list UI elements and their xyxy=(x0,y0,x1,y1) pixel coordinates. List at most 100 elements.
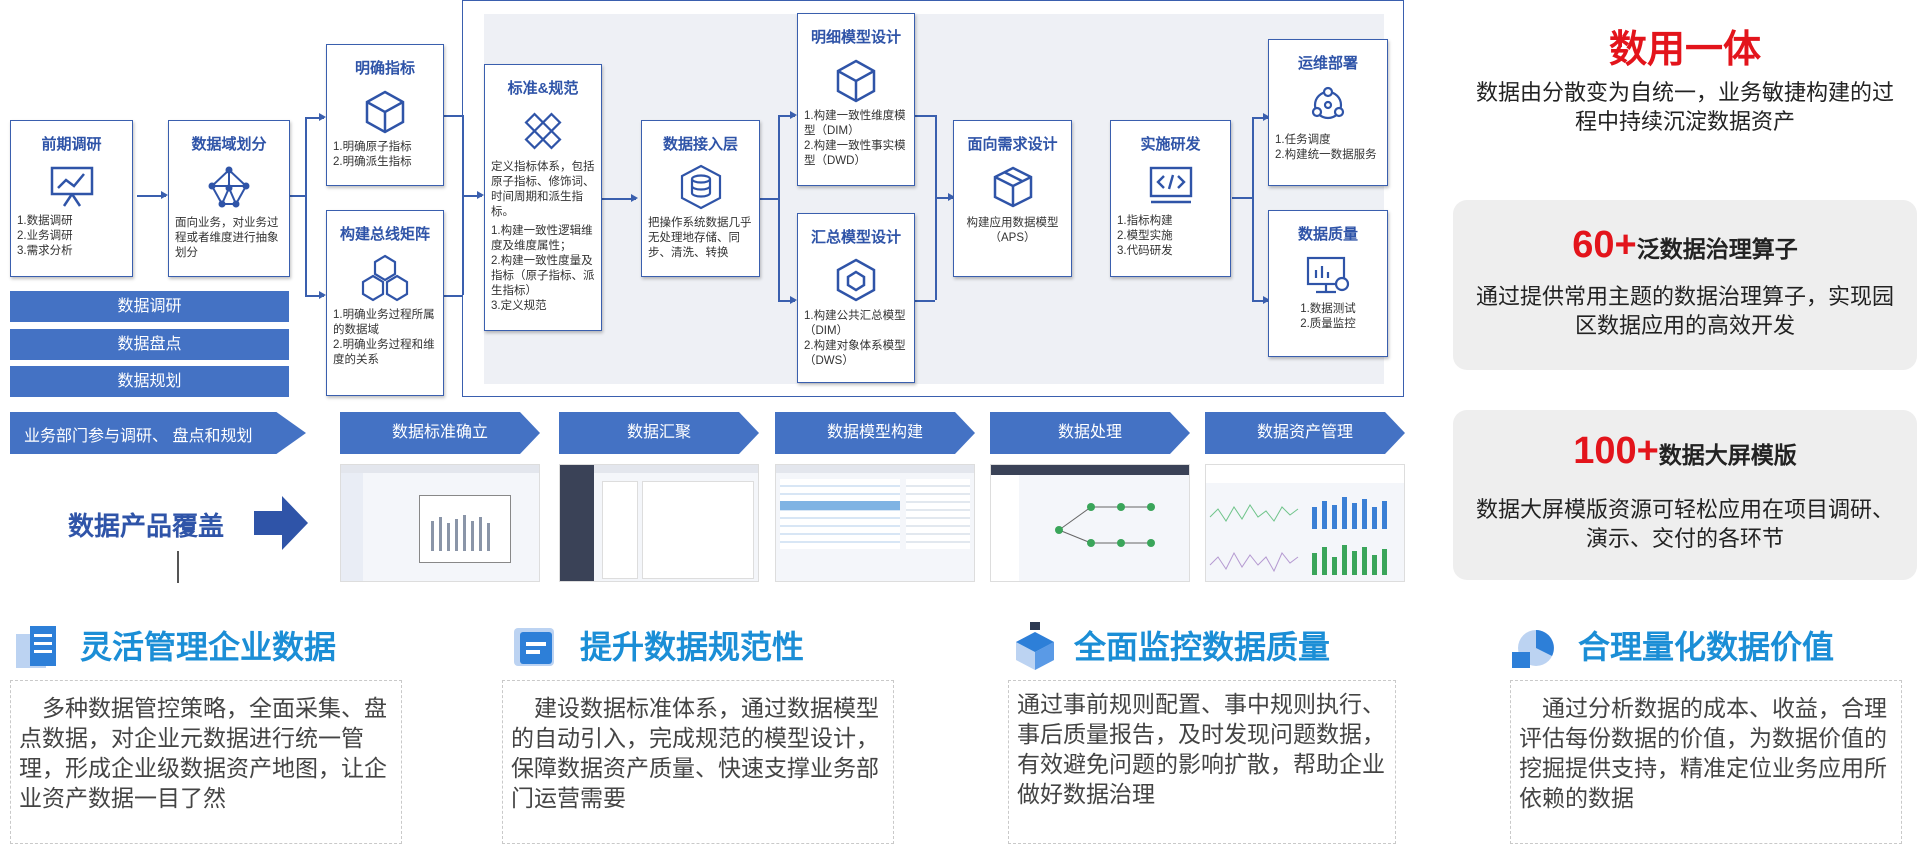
box-item: 1.数据调研 xyxy=(17,215,73,227)
feature-text-1: 多种数据管控策略，全面采集、盘点数据，对企业元数据进行统一管理，形成企业级数据资… xyxy=(10,680,402,844)
chevron-collect: 数据汇聚 xyxy=(559,412,759,454)
box-title: 面向需求设计 xyxy=(967,136,1058,153)
box-biaozhun: 标准&规范 定义指标体系，包括原子指标、修饰词、时间周期和派生指标。 1.构建一… xyxy=(484,64,602,331)
feature-title-3: 全面监控数据质量 xyxy=(1074,629,1331,665)
box-desc: 定义指标体系，包括原子指标、修饰词、时间周期和派生指标。 xyxy=(491,161,595,218)
box-item: 3.需求分析 xyxy=(17,245,73,257)
ruler-pencil-icon xyxy=(524,112,562,150)
chevron-business: 业务部门参与调研、 盘点和规划 xyxy=(10,412,306,454)
right-num-3: 100+ xyxy=(1573,430,1659,472)
value-chart-icon xyxy=(1512,630,1554,668)
connector xyxy=(935,115,937,300)
connector xyxy=(915,300,935,302)
box-desc: 把操作系统数据几乎无处理地存储、同步、清洗、转换 xyxy=(648,217,752,259)
box-title: 标准&规范 xyxy=(507,80,579,97)
quality-cube-icon xyxy=(1016,622,1054,670)
box-item: 1.构建一致性维度模型（DIM） xyxy=(804,110,906,137)
box-jieru: 数据接入层 把操作系统数据几乎无处理地存储、同步、清洗、转换 xyxy=(641,120,760,277)
box-item: 1.数据测试 xyxy=(1300,303,1356,315)
box-title: 实施研发 xyxy=(1140,136,1201,153)
box-item: 1.任务调度 xyxy=(1275,134,1331,146)
product-label: 数据产品覆盖 xyxy=(68,511,225,541)
box-item: 2.构建一致性事实模型（DWD） xyxy=(804,140,906,167)
connector xyxy=(1252,114,1270,120)
connector xyxy=(602,195,638,201)
connector xyxy=(778,112,797,118)
box-item: 1.指标构建 xyxy=(1117,215,1173,227)
box-title: 数据质量 xyxy=(1297,226,1358,243)
connector xyxy=(137,192,168,198)
box-3d-icon xyxy=(836,59,876,103)
box-yunwei: 运维部署 1.任务调度 2.构建统一数据服务 xyxy=(1268,39,1388,186)
box-item: 2.模型实施 xyxy=(1117,230,1173,242)
right-heading-2: 60+泛数据治理算子 xyxy=(1453,224,1917,267)
box-title: 运维部署 xyxy=(1297,55,1358,72)
cube-icon xyxy=(365,90,405,134)
box-desc: 构建应用数据模型（APS） xyxy=(966,217,1059,244)
box-item: 2.构建一致性度量及指标（原子指标、派生指标） xyxy=(491,255,595,297)
box-mingque: 明确指标 1.明确原子指标 2.明确派生指标 xyxy=(326,44,444,186)
right-title-3: 数据大屏模版 xyxy=(1658,442,1797,468)
box-item: 2.构建统一数据服务 xyxy=(1275,149,1377,161)
connector xyxy=(760,198,778,200)
box-item: 1.明确业务过程所属的数据域 xyxy=(333,309,435,336)
layers-icon xyxy=(514,628,554,666)
product-screenshot xyxy=(775,464,975,582)
connector xyxy=(1252,117,1254,300)
box-item: 1.明确原子指标 xyxy=(333,141,412,153)
box-item: 3.代码研发 xyxy=(1117,245,1173,257)
right-num-2: 60+ xyxy=(1572,224,1637,266)
connector xyxy=(462,115,464,295)
box-zongxian: 构建总线矩阵 1.明确业务过程所属的数据域 2.明确业务过程和维度的关系 xyxy=(326,210,444,396)
box-item: 3.定义规范 xyxy=(491,300,547,312)
chevron-asset: 数据资产管理 xyxy=(1205,412,1405,454)
network-icon xyxy=(208,166,250,208)
right-panel-2 xyxy=(1453,200,1917,370)
chevron-process: 数据处理 xyxy=(990,412,1190,454)
right-arrow-icon xyxy=(254,496,308,550)
right-text-1: 数据由分散变为自统一，业务敏捷构建的过程中持续沉淀数据资产 xyxy=(1475,80,1894,134)
chevron-model: 数据模型构建 xyxy=(775,412,975,454)
product-screenshot xyxy=(340,464,540,582)
box-title: 汇总模型设计 xyxy=(810,229,901,246)
connector xyxy=(305,117,307,295)
connector xyxy=(462,192,484,198)
box-title: 数据接入层 xyxy=(662,136,738,153)
box-shishi: 实施研发 1.指标构建 2.模型实施 3.代码研发 xyxy=(1110,120,1231,277)
dashboard-charts xyxy=(1209,497,1387,575)
connector xyxy=(1232,197,1252,199)
monitor-chart-icon xyxy=(1306,256,1350,294)
box-zhiliang: 数据质量 1.数据测试 2.质量监控 xyxy=(1268,210,1388,357)
box-item: 2.明确派生指标 xyxy=(333,156,412,168)
connector xyxy=(1252,297,1270,303)
feature-title-1: 灵活管理企业数据 xyxy=(80,629,337,665)
bar-guihua: 数据规划 xyxy=(10,366,289,397)
cubes-icon xyxy=(361,254,409,302)
right-title-1: 数用一体 xyxy=(1608,29,1761,71)
connector xyxy=(915,115,935,117)
box-shujuyu: 数据域划分 面向业务，对业务过程或者维度进行抽象划分 xyxy=(168,120,290,277)
product-screenshot xyxy=(1205,464,1405,582)
box-title: 数据域划分 xyxy=(191,136,267,153)
feature-text-4: 通过分析数据的成本、收益，合理评估每份数据的价值，为数据价值的挖掘提供支持，精准… xyxy=(1510,680,1902,844)
box-item: 2.明确业务过程和维度的关系 xyxy=(333,339,435,366)
bar-pandian: 数据盘点 xyxy=(10,329,289,360)
box-title: 明细模型设计 xyxy=(810,29,901,46)
right-panel-3 xyxy=(1453,410,1917,580)
divider xyxy=(177,551,179,583)
deploy-icon xyxy=(1311,86,1345,120)
code-icon xyxy=(1149,166,1192,204)
feature-title-2: 提升数据规范性 xyxy=(580,629,805,665)
feature-text-3: 通过事前规则配置、事中规则执行、事后质量报告，及时发现问题数据，有效避免问题的影… xyxy=(1008,680,1396,844)
box-huizong: 汇总模型设计 1.构建公共汇总模型（DIM） 2.构建对象体系模型（DWS） xyxy=(797,213,915,383)
connector xyxy=(778,115,780,300)
box-title: 前期调研 xyxy=(41,136,102,153)
connector xyxy=(305,292,326,298)
hexagon-icon xyxy=(836,258,876,302)
right-title-2: 泛数据治理算子 xyxy=(1636,236,1798,262)
connector xyxy=(935,194,955,200)
chevron-standard: 数据标准确立 xyxy=(340,412,540,454)
product-screenshot xyxy=(990,464,1190,582)
server-icon xyxy=(16,626,56,668)
right-text-3: 数据大屏模版资源可轻松应用在项目调研、演示、交付的各环节 xyxy=(1475,497,1894,551)
